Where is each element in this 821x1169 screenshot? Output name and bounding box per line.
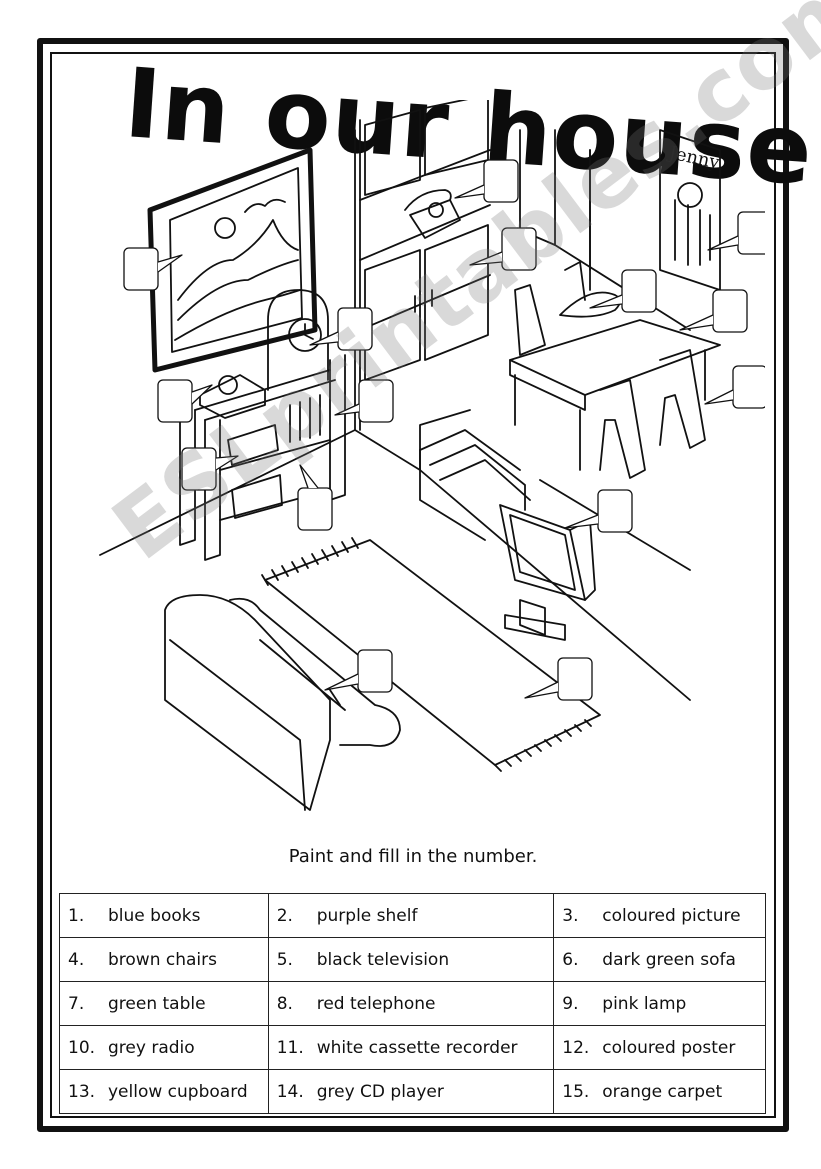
table-cell: 9.pink lamp	[553, 981, 766, 1026]
table-cell: 13.yellow cupboard	[59, 1069, 269, 1114]
table-cell: 6.dark green sofa	[553, 937, 766, 982]
table-row: 13.yellow cupboard 14.grey CD player 15.…	[59, 1069, 766, 1114]
poster-drawing: Jenny	[659, 129, 722, 291]
table-row: 4.brown chairs 5.black television 6.dark…	[59, 937, 766, 982]
inner-border	[50, 52, 776, 1118]
label-bubble[interactable]	[157, 379, 213, 423]
table-cell: 12.coloured poster	[553, 1025, 766, 1070]
sofa-drawing	[164, 594, 401, 811]
table-row: 10.grey radio 11.white cassette recorder…	[59, 1025, 766, 1070]
label-bubble[interactable]	[679, 289, 748, 333]
television-drawing	[499, 504, 596, 641]
poster-text: Jenny	[665, 142, 722, 174]
label-bubble[interactable]	[564, 489, 633, 533]
label-bubble[interactable]	[181, 447, 239, 491]
instruction-text: Paint and fill in the number.	[288, 846, 538, 867]
clock-drawing	[267, 289, 329, 391]
picture-drawing	[147, 147, 318, 373]
table-cell: 5.black television	[267, 937, 555, 982]
label-bubble[interactable]	[334, 379, 394, 423]
label-bubble[interactable]	[707, 211, 765, 255]
label-bubble[interactable]	[309, 307, 373, 351]
living-room-illustration: Jenny	[99, 100, 765, 811]
carpet-drawing	[261, 537, 601, 772]
table-row: 7.green table 8.red telephone 9.pink lam…	[59, 981, 766, 1026]
label-bubble[interactable]	[704, 365, 765, 409]
table-cell: 14.grey CD player	[267, 1069, 555, 1114]
label-bubble[interactable]	[469, 227, 537, 271]
outer-border	[37, 38, 789, 1132]
vocabulary-table: 1.blue books 2.purple shelf 3.coloured p…	[59, 893, 766, 1114]
label-bubble[interactable]	[324, 649, 393, 693]
table-cell: 11.white cassette recorder	[267, 1025, 555, 1070]
label-bubble[interactable]	[524, 657, 593, 701]
stairs-drawing	[419, 429, 531, 541]
telephone-drawing	[404, 189, 461, 239]
table-cell: 2.purple shelf	[267, 893, 555, 938]
label-bubble[interactable]	[297, 464, 333, 531]
table-cell: 10.grey radio	[59, 1025, 269, 1070]
label-bubble[interactable]	[454, 159, 519, 203]
table-row: 1.blue books 2.purple shelf 3.coloured p…	[59, 893, 766, 938]
cupboard-drawing	[359, 100, 491, 431]
table-cell: 1.blue books	[59, 893, 269, 938]
table-cell: 15.orange carpet	[553, 1069, 766, 1114]
table-cell: 3.coloured picture	[553, 893, 766, 938]
table-and-chairs-drawing	[509, 149, 721, 479]
label-bubble[interactable]	[123, 247, 183, 291]
table-cell: 4.brown chairs	[59, 937, 269, 982]
table-cell: 7.green table	[59, 981, 269, 1026]
label-bubble[interactable]	[589, 269, 657, 313]
table-cell: 8.red telephone	[267, 981, 555, 1026]
